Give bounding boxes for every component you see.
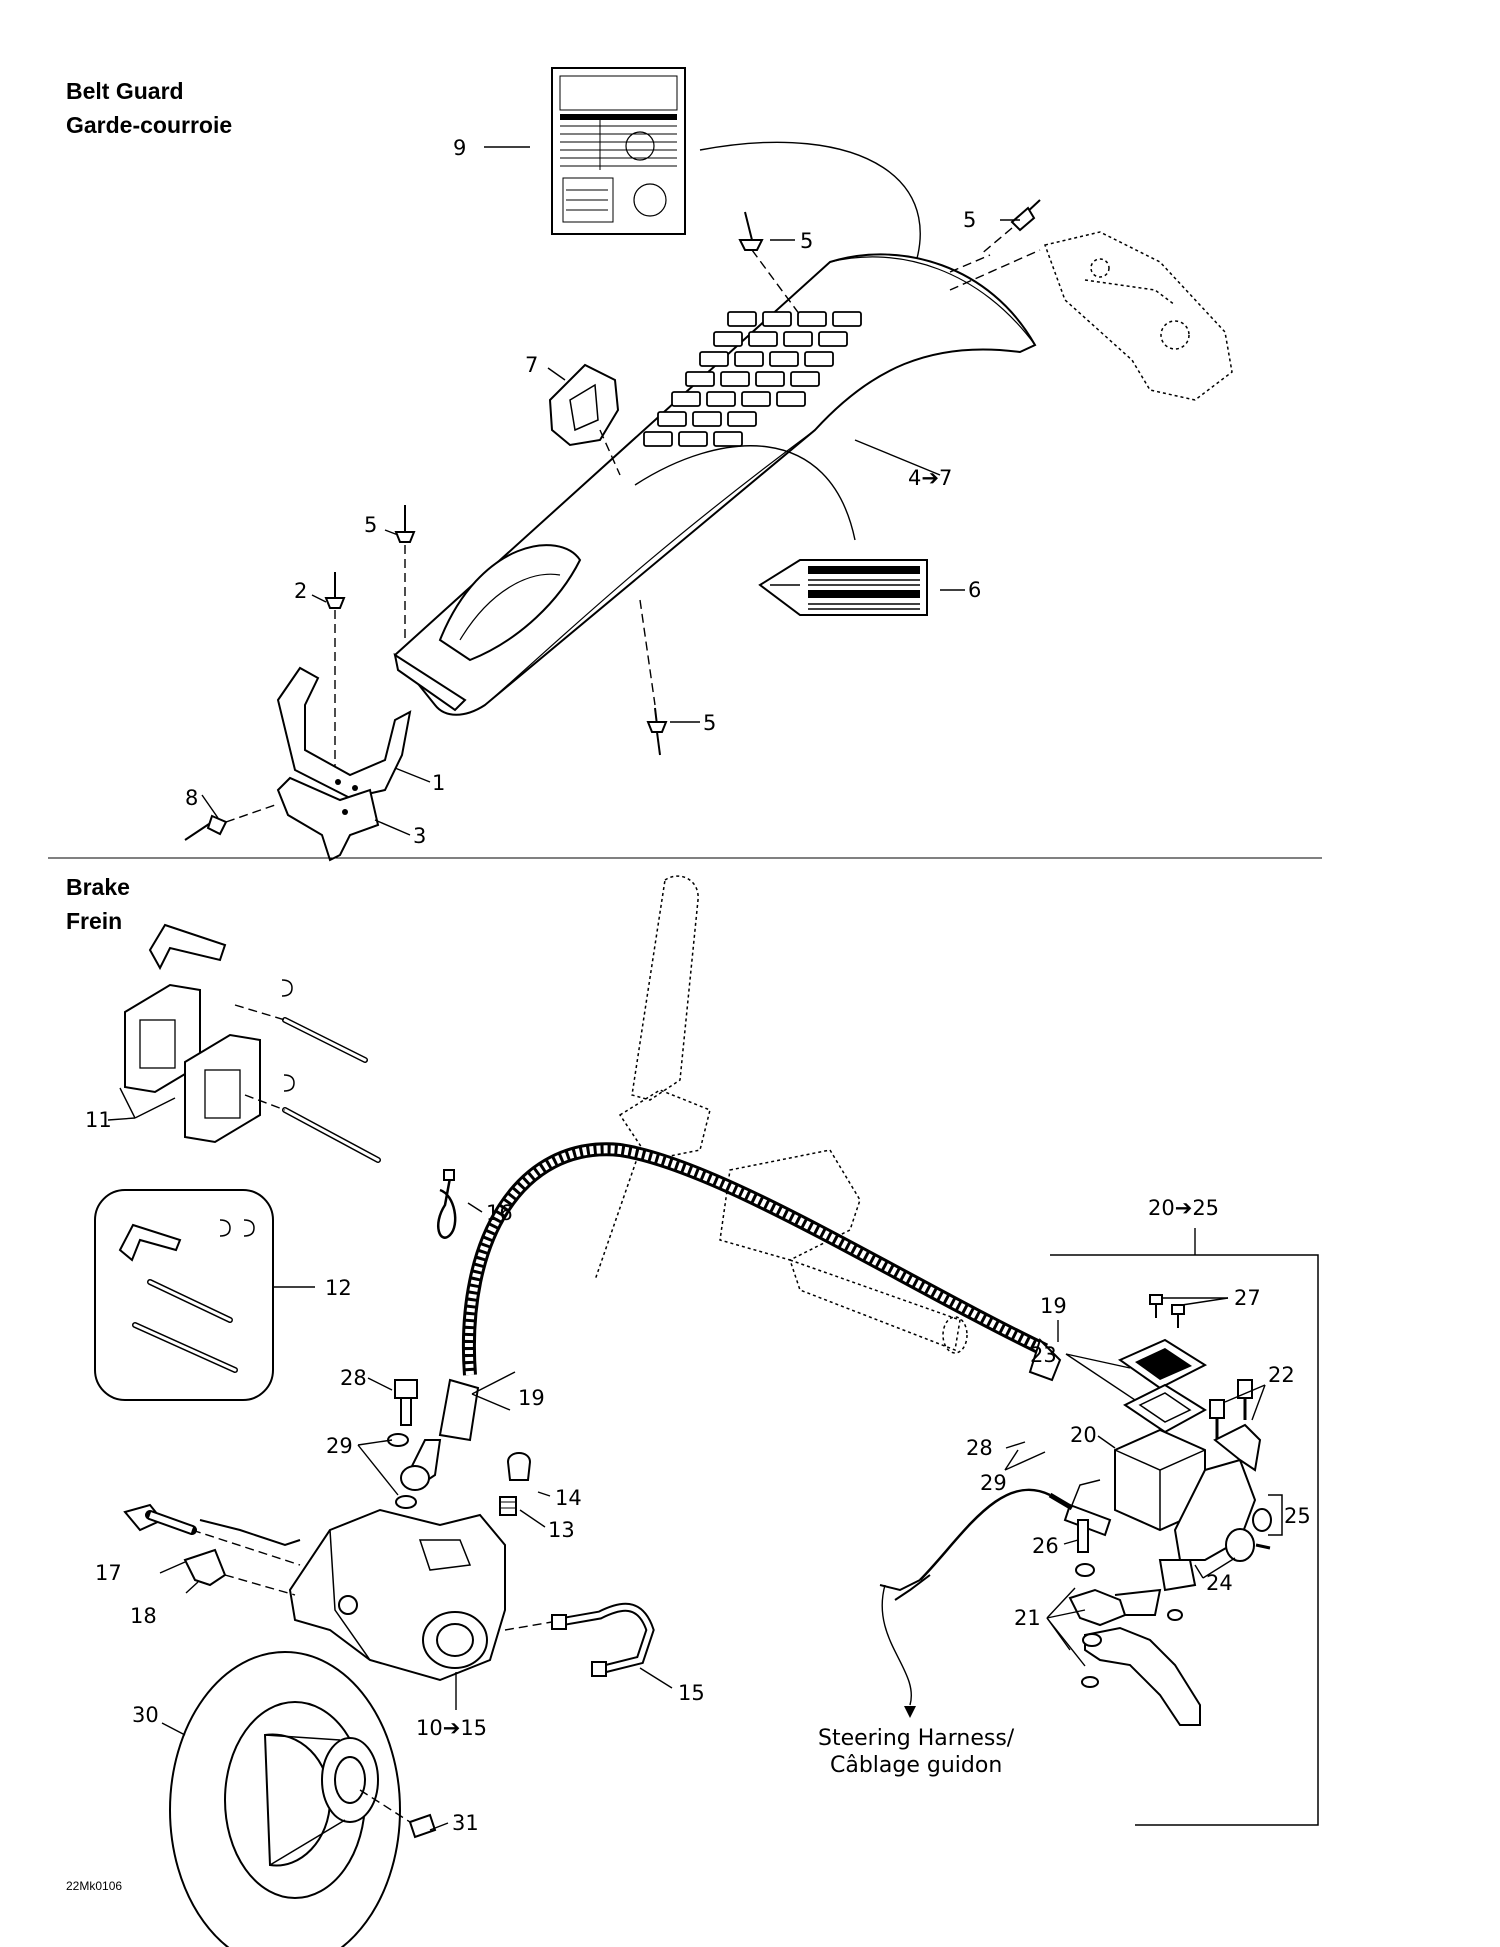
clamp-screws [1209,1379,1253,1440]
callout-16: 16 [486,1201,513,1225]
belt-guard-title-fr: Garde-courroie [66,112,233,138]
vent-grid [643,311,862,447]
retaining-clip [183,1519,301,1596]
pad-kit-box [94,1189,274,1401]
callout-19-right: 19 [1040,1294,1067,1318]
rivet-top [738,211,801,316]
callout-5-left: 5 [364,513,377,537]
master-cylinder-group-bracket [1050,1254,1319,1826]
belt-guard-section [184,67,1233,862]
brake-caliper [288,1508,506,1682]
callout-4-7: 4➔7 [908,466,952,490]
lower-bracket [276,776,380,862]
mirror-nut [1225,1508,1272,1562]
brake-pads [124,923,261,1144]
cover-screws [1149,1294,1185,1328]
brake-title-en: Brake [66,874,130,900]
master-cylinder [1069,1423,1262,1592]
caliper-bolt [123,1503,301,1566]
brake-line-assembly [504,1602,655,1677]
front-warning-label [758,559,928,616]
reservoir-cover [1117,1338,1208,1434]
phantom-handlebar [594,875,968,1354]
callout-21: 21 [1014,1606,1041,1630]
belt-guard-cover [393,253,1037,716]
brake-disc [169,1651,401,1947]
decal-placement-arrow [699,141,921,291]
callout-28-left: 28 [340,1366,367,1390]
callout-9: 9 [453,136,466,160]
callout-15: 15 [678,1681,705,1705]
callout-24: 24 [1206,1571,1233,1595]
disc-key [359,1789,437,1839]
callout-25: 25 [1284,1504,1311,1528]
callout-10-15: 10➔15 [416,1716,487,1740]
callout-18: 18 [130,1604,157,1628]
pad-pins [234,979,381,1163]
callout-26: 26 [1032,1534,1059,1558]
callout-20: 20 [1070,1423,1097,1447]
brake-light-switch [879,1488,1112,1601]
cable-tie [436,1169,457,1239]
callout-11: 11 [85,1108,112,1132]
phantom-engine-bracket [949,231,1233,401]
callout-13: 13 [548,1518,575,1542]
callout-6: 6 [968,578,981,602]
callout-14: 14 [555,1486,582,1510]
brake-lever-assembly [1068,1519,1201,1726]
callout-20-25: 20➔25 [1148,1196,1219,1220]
callout-22: 22 [1268,1363,1295,1387]
callout-5-top: 5 [800,229,813,253]
support-bracket [276,666,412,800]
brake-hose [461,1142,1049,1376]
rivet-left [394,505,416,640]
callout-31: 31 [452,1811,479,1835]
callout-29-left: 29 [326,1434,353,1458]
side-rivet [184,804,276,841]
bleeder-screw [499,1496,517,1516]
pad-spring [148,923,227,971]
callout-23: 23 [1030,1343,1057,1367]
callout-27: 27 [1234,1286,1261,1310]
callout-19-left: 19 [518,1386,545,1410]
brake-title-fr: Frein [66,908,123,934]
guard-clip [548,363,621,476]
callout-1: 1 [432,771,445,795]
harness-routing-line [881,1584,912,1706]
callout-2: 2 [294,579,307,603]
callout-5-bottom: 5 [703,711,716,735]
callout-12: 12 [325,1276,352,1300]
callout-3: 3 [413,824,426,848]
label-placement-line [634,445,856,541]
brake-section [94,875,1319,1947]
rivet-right [979,199,1041,256]
bleeder-cap [506,1452,532,1481]
callout-30: 30 [132,1703,159,1727]
rivet-bracket [324,572,346,780]
callout-7: 7 [525,353,538,377]
belt-guard-title-en: Belt Guard [66,78,184,104]
drawing-code: 22Mk0106 [66,1879,122,1893]
banjo-bolt-left [387,1379,430,1509]
instruction-decal [551,67,686,235]
rivet-bottom [639,599,668,756]
callout-8: 8 [185,786,198,810]
callout-28-right: 28 [966,1436,993,1460]
callout-17: 17 [95,1561,122,1585]
callout-29-right: 29 [980,1471,1007,1495]
callout-5-right: 5 [963,208,976,232]
callout-labels: 9 5 5 7 4➔7 5 2 6 5 1 8 3 11 12 16 20➔25… [66,136,1311,1893]
harness-note-line1: Steering Harness/ [818,1726,1015,1751]
harness-note-line2: Câblage guidon [830,1753,1002,1778]
